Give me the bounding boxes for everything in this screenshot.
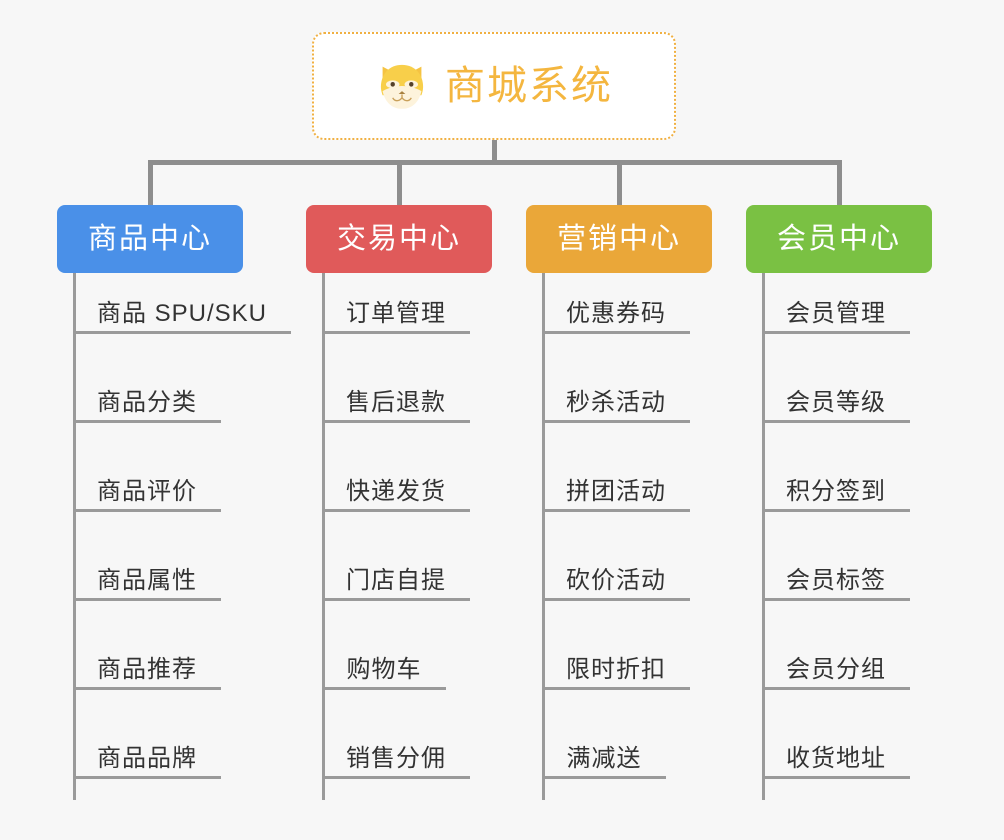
category-label-member: 会员中心 [776, 222, 901, 255]
leaf-label: 拼团活动 [566, 478, 666, 505]
leaf-label: 商品属性 [97, 567, 197, 594]
leaf-item[interactable]: 会员管理 [762, 300, 910, 334]
leaf-item[interactable]: 限时折扣 [542, 656, 690, 690]
leaf-item[interactable]: 购物车 [322, 656, 446, 690]
spine-trade [322, 273, 325, 800]
leaf-item[interactable]: 快递发货 [322, 478, 470, 512]
leaf-label: 会员标签 [786, 567, 886, 594]
category-box-member[interactable]: 会员中心 [746, 205, 932, 273]
leaf-item[interactable]: 收货地址 [762, 745, 910, 779]
leaf-label: 积分签到 [786, 478, 886, 505]
leaf-label: 会员管理 [786, 300, 886, 327]
leaf-item[interactable]: 满减送 [542, 745, 666, 779]
leaf-item[interactable]: 会员等级 [762, 389, 910, 423]
leaf-label: 会员分组 [786, 656, 886, 683]
leaf-item[interactable]: 砍价活动 [542, 567, 690, 601]
leaf-label: 售后退款 [346, 389, 446, 416]
category-box-product[interactable]: 商品中心 [57, 205, 243, 273]
leaf-item[interactable]: 会员分组 [762, 656, 910, 690]
leaf-label: 砍价活动 [566, 567, 666, 594]
leaf-label: 秒杀活动 [566, 389, 666, 416]
connector-drop-member [837, 160, 842, 205]
category-label-trade: 交易中心 [336, 222, 461, 255]
leaf-label: 商品分类 [97, 389, 197, 416]
connector-drop-product [148, 160, 153, 205]
connector-horizontal-bus [148, 160, 842, 165]
connector-root-stem [492, 140, 497, 164]
leaf-label: 收货地址 [786, 745, 886, 772]
leaf-item[interactable]: 商品推荐 [73, 656, 221, 690]
spine-product [73, 273, 76, 800]
category-label-product: 商品中心 [87, 222, 212, 255]
leaf-item[interactable]: 会员标签 [762, 567, 910, 601]
leaf-item[interactable]: 商品品牌 [73, 745, 221, 779]
leaf-item[interactable]: 门店自提 [322, 567, 470, 601]
leaf-label: 满减送 [566, 745, 642, 772]
spine-member [762, 273, 765, 800]
leaf-label: 限时折扣 [566, 656, 666, 683]
spine-marketing [542, 273, 545, 800]
category-box-marketing[interactable]: 营销中心 [526, 205, 712, 273]
leaf-item[interactable]: 销售分佣 [322, 745, 470, 779]
leaf-item[interactable]: 秒杀活动 [542, 389, 690, 423]
leaf-label: 购物车 [346, 656, 422, 683]
leaf-item[interactable]: 商品属性 [73, 567, 221, 601]
leaf-item[interactable]: 商品分类 [73, 389, 221, 423]
leaf-label: 商品推荐 [97, 656, 197, 683]
root-node-mall-system[interactable]: 商城系统 [312, 32, 676, 140]
root-node-label: 商城系统 [445, 64, 613, 108]
connector-drop-trade [397, 160, 402, 205]
leaf-label: 会员等级 [786, 389, 886, 416]
leaf-label: 商品评价 [97, 478, 197, 505]
leaf-item[interactable]: 优惠券码 [542, 300, 690, 334]
leaf-label: 商品品牌 [97, 745, 197, 772]
leaf-item[interactable]: 商品评价 [73, 478, 221, 512]
leaf-item[interactable]: 售后退款 [322, 389, 470, 423]
leaf-item[interactable]: 拼团活动 [542, 478, 690, 512]
leaf-item[interactable]: 积分签到 [762, 478, 910, 512]
leaf-item[interactable]: 商品 SPU/SKU [73, 300, 291, 334]
category-label-marketing: 营销中心 [556, 222, 681, 255]
leaf-label: 销售分佣 [346, 745, 446, 772]
leaf-label: 商品 SPU/SKU [96, 300, 268, 327]
leaf-item[interactable]: 订单管理 [322, 300, 470, 334]
leaf-label: 优惠券码 [566, 300, 666, 327]
leaf-label: 订单管理 [346, 300, 446, 327]
leaf-label: 门店自提 [346, 567, 446, 594]
shiba-dog-face-icon [380, 64, 424, 109]
leaf-label: 快递发货 [346, 478, 446, 505]
connector-drop-marketing [617, 160, 622, 205]
category-box-trade[interactable]: 交易中心 [306, 205, 492, 273]
